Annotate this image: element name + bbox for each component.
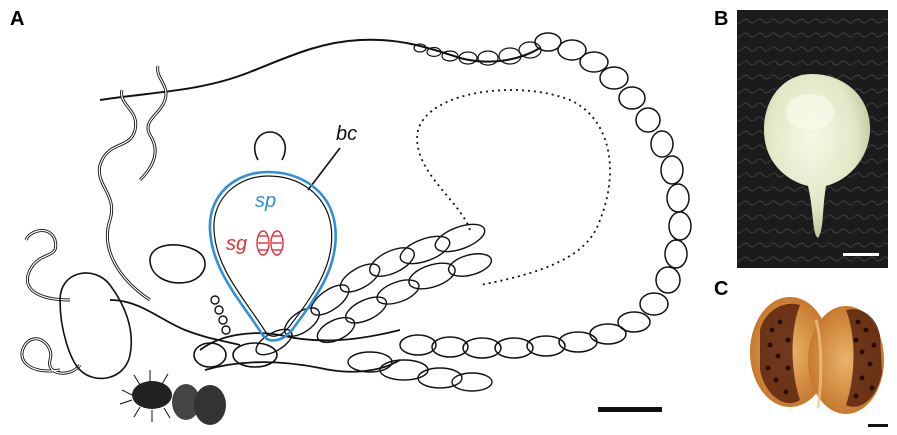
label-bc: bc [336, 123, 357, 145]
central-trunk [200, 330, 400, 350]
central-lobe-2 [194, 343, 226, 367]
central-trunk-2 [205, 360, 400, 372]
panel-c-photo [745, 282, 888, 430]
sp-neck-bulb [255, 132, 285, 160]
egg-cluster [252, 219, 494, 391]
bc-pointer-line [308, 148, 340, 190]
left-tubule-1 [99, 90, 150, 300]
left-lobe-large [60, 273, 131, 378]
label-sg: sg [226, 233, 247, 255]
central-lobe [233, 343, 277, 367]
ovariole-chain [400, 33, 691, 358]
bristle-structures [120, 370, 226, 425]
left-lobe-mid [150, 245, 205, 283]
scale-bar-b [843, 253, 879, 256]
scale-bar-c [868, 424, 888, 427]
dotted-outline [417, 90, 610, 285]
panel-a-drawing [22, 33, 691, 391]
scale-bar-a [598, 407, 662, 412]
label-sp: sp [255, 190, 276, 212]
signum-shape [257, 231, 283, 255]
panel-b-photo [737, 10, 888, 268]
coiled-duct [211, 296, 230, 334]
